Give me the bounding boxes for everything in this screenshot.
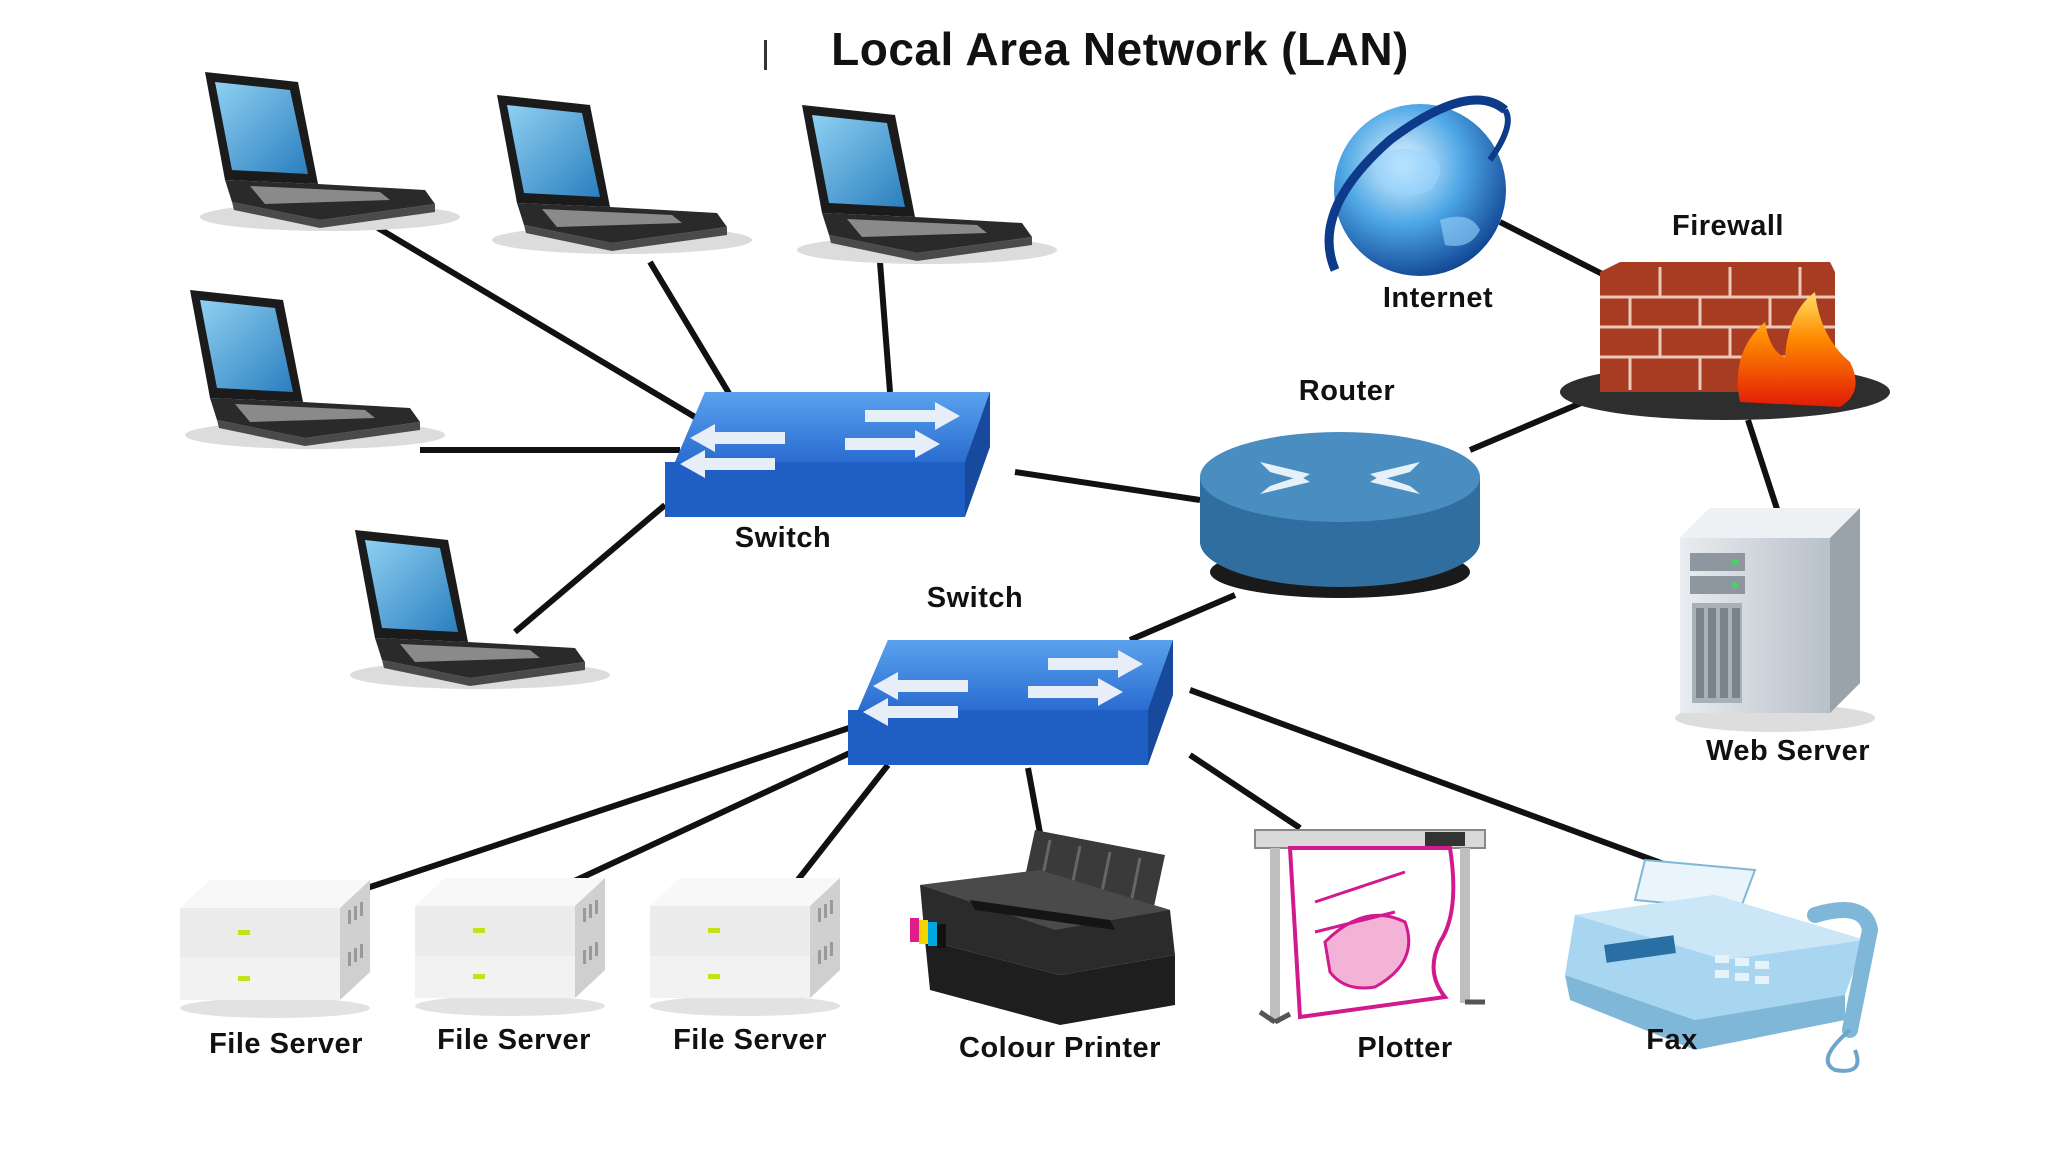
switch-top-label: Switch [734, 522, 832, 554]
laptop-5 [350, 530, 610, 689]
diagram-title: Local Area Network (LAN) [831, 23, 1409, 75]
colour-printer-label: Colour Printer [959, 1032, 1161, 1064]
file-server-3-icon [650, 878, 840, 1016]
laptop-3 [797, 105, 1057, 264]
laptop-1 [200, 72, 460, 231]
cable-switch2-fileserver3 [787, 763, 891, 892]
file-server-2-label: File Server [437, 1024, 591, 1056]
cable-firewall-webserver [1745, 419, 1781, 513]
file-server-2-icon [415, 878, 605, 1016]
cable-router-switch2 [1128, 592, 1237, 643]
internet-label: Internet [1382, 282, 1494, 314]
fax-icon [1565, 858, 1879, 1073]
cable-laptop3-switch [877, 261, 893, 393]
web-server-label: Web Server [1705, 735, 1871, 767]
plotter-label: Plotter [1357, 1032, 1453, 1064]
cable-switch2-fileserver1 [339, 724, 853, 900]
web-server-icon [1675, 508, 1875, 732]
file-server-1-label: File Server [209, 1028, 363, 1060]
plotter-icon [1254, 829, 1486, 1025]
colour-printer-icon [910, 830, 1175, 1025]
cable-internet-firewall [1498, 219, 1620, 285]
switch-bottom-label: Switch [926, 582, 1024, 614]
cable-laptop2-switch [647, 260, 733, 397]
cables [339, 219, 1781, 900]
switch-bottom-icon [848, 640, 1173, 765]
cable-switch2-fileserver2 [553, 749, 854, 893]
fax-label: Fax [1646, 1024, 1698, 1056]
cable-laptop5-switch [513, 502, 667, 635]
router-label: Router [1298, 375, 1396, 407]
file-server-1-icon [180, 880, 370, 1018]
router-icon [1200, 432, 1480, 598]
cable-switch2-plotter [1188, 752, 1302, 831]
laptop-2 [492, 95, 752, 254]
cable-laptop1-switch [376, 225, 702, 423]
cable-switch-router [1014, 469, 1201, 503]
firewall-icon [1560, 262, 1890, 420]
internet-globe-icon [1324, 95, 1511, 276]
firewall-label: Firewall [1672, 210, 1784, 242]
cable-switch2-fax [1188, 687, 1682, 873]
switch-top-icon [665, 392, 990, 517]
file-server-3-label: File Server [673, 1024, 827, 1056]
laptop-4 [185, 290, 445, 449]
title-cursor-mark [764, 40, 767, 70]
